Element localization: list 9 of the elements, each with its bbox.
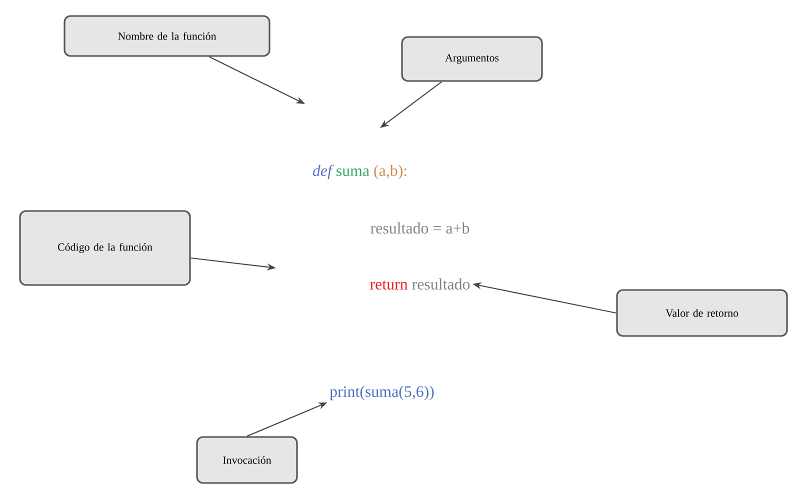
code-line: return resultado bbox=[370, 278, 470, 290]
callout-box: Argumentos bbox=[401, 36, 543, 82]
callout-box: Invocación bbox=[196, 436, 298, 484]
code-line: print(suma(5,6)) bbox=[330, 386, 434, 400]
code-line: resultado = a+b bbox=[370, 222, 470, 234]
callout-box: Valor de retorno bbox=[616, 289, 788, 337]
code-line: def suma (a,b): bbox=[312, 164, 406, 180]
callout-box: Código de la función bbox=[19, 210, 191, 286]
callout-box: Nombre de la función bbox=[64, 15, 270, 57]
